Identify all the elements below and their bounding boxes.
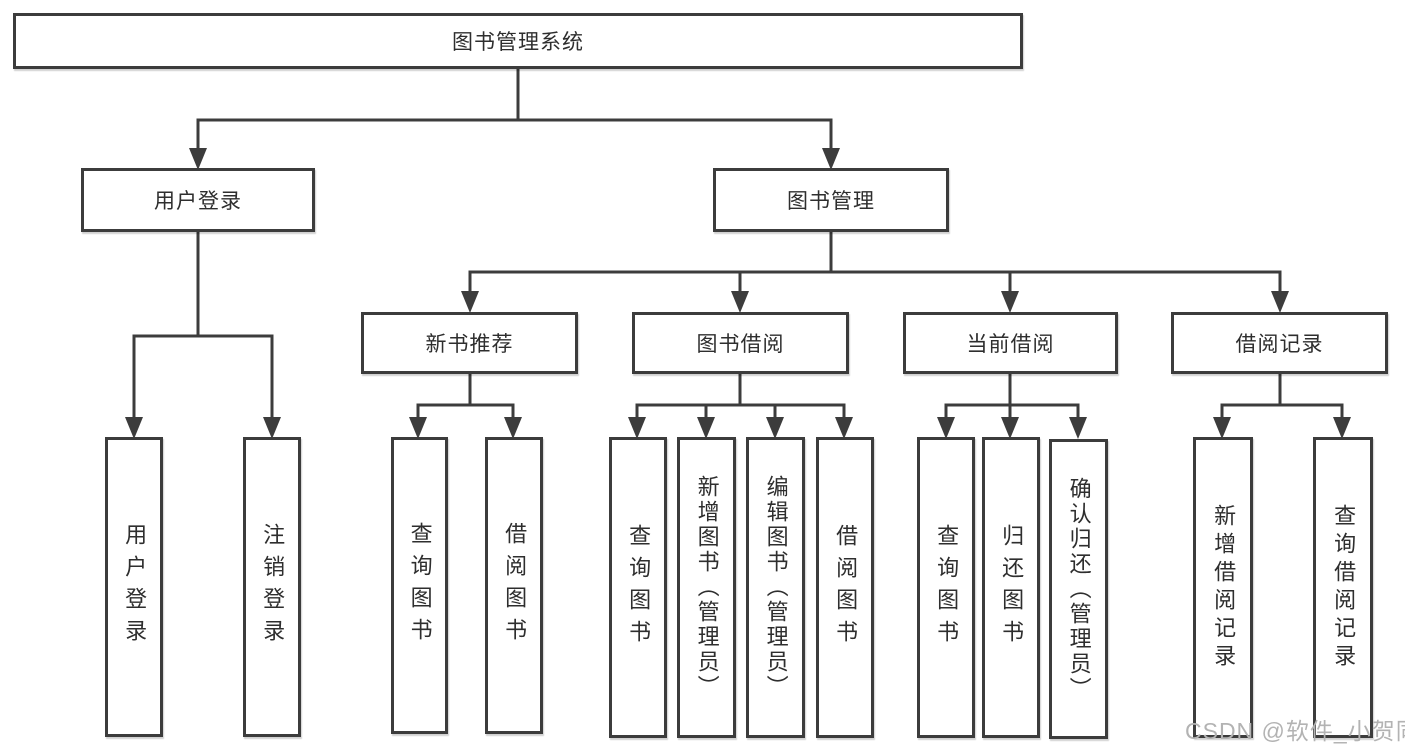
leaf-query-book-borrow: 查询图书	[609, 437, 667, 738]
node-label: 图书借阅	[696, 333, 785, 356]
leaf-label: 查询借阅记录	[1331, 503, 1357, 672]
leaf-label: 新增图书（管理员）	[694, 475, 720, 700]
leaf-confirm-return-admin: 确认归还（管理员）	[1049, 439, 1108, 739]
node-borrow-records: 借阅记录	[1171, 312, 1388, 374]
node-root-label: 图书管理系统	[452, 31, 584, 54]
leaf-edit-book-admin: 编辑图书（管理员）	[746, 437, 805, 738]
leaf-borrow-book-recommend: 借阅图书	[485, 437, 543, 734]
leaf-logout: 注销登录	[243, 437, 301, 737]
leaf-borrow-book: 借阅图书	[816, 437, 874, 738]
node-label: 用户登录	[154, 190, 242, 213]
leaf-label: 查询图书	[934, 523, 960, 652]
leaf-add-borrow-record: 新增借阅记录	[1193, 437, 1253, 738]
leaf-label: 归还图书	[999, 523, 1025, 652]
leaf-query-borrow-record: 查询借阅记录	[1313, 437, 1373, 738]
node-user-login-branch: 用户登录	[81, 168, 315, 232]
leaf-label: 确认归还（管理员）	[1066, 476, 1092, 702]
leaf-label: 注销登录	[260, 523, 286, 651]
node-label: 新书推荐	[425, 333, 514, 356]
leaf-add-book-admin: 新增图书（管理员）	[677, 437, 736, 738]
leaf-label: 借阅图书	[833, 523, 859, 652]
leaf-query-book-current: 查询图书	[917, 437, 975, 738]
node-book-management: 图书管理	[713, 168, 949, 232]
leaf-label: 借阅图书	[502, 521, 528, 650]
leaf-label: 用户登录	[122, 523, 148, 651]
leaf-return-book: 归还图书	[982, 437, 1040, 738]
node-new-book-recommend: 新书推荐	[361, 312, 578, 374]
node-current-borrow: 当前借阅	[903, 312, 1118, 374]
node-label: 借阅记录	[1235, 333, 1324, 356]
watermark: CSDN @软件_小贺同学	[1185, 718, 1405, 744]
leaf-label: 编辑图书（管理员）	[763, 475, 789, 700]
node-label: 图书管理	[787, 190, 875, 213]
node-label: 当前借阅	[966, 333, 1055, 356]
leaf-label: 查询图书	[407, 521, 433, 650]
leaf-query-book-recommend: 查询图书	[391, 437, 448, 734]
leaf-label: 新增借阅记录	[1211, 503, 1237, 672]
node-root: 图书管理系统	[13, 13, 1023, 69]
leaf-user-login: 用户登录	[105, 437, 163, 737]
leaf-label: 查询图书	[626, 523, 652, 652]
node-book-borrow: 图书借阅	[632, 312, 849, 374]
